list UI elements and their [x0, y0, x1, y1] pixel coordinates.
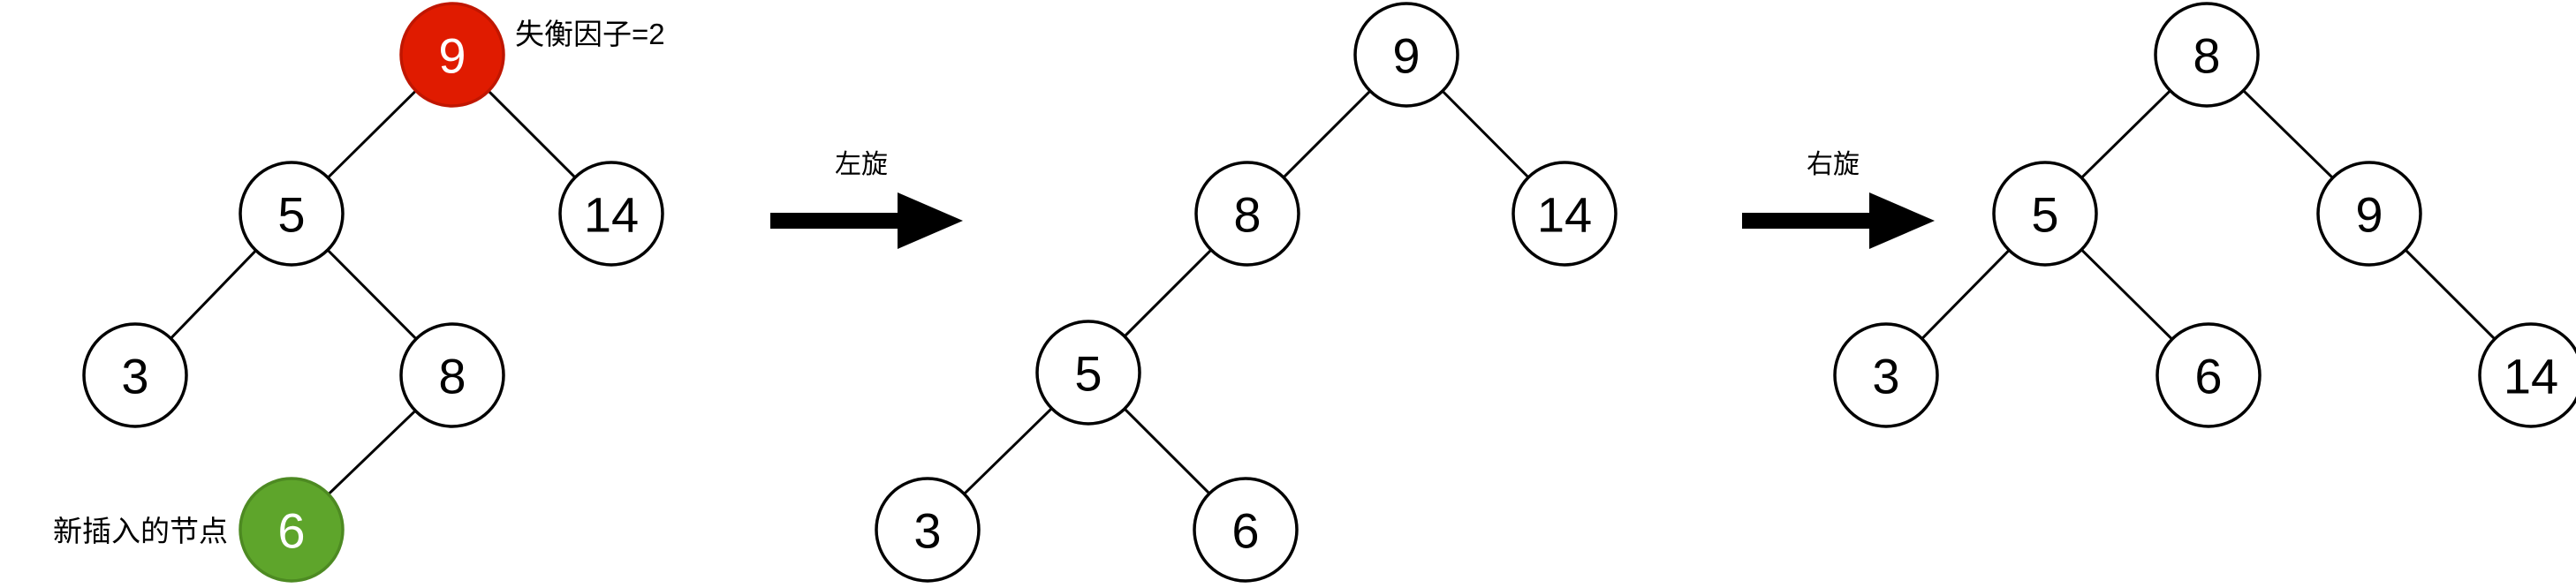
node-value-label: 9: [438, 28, 466, 84]
new-node-label: 新插入的节点: [53, 515, 228, 547]
tree-edge: [1123, 407, 1211, 495]
node-value-label: 3: [121, 349, 148, 404]
node-value-label: 3: [1872, 349, 1899, 404]
node-value-label: 8: [438, 349, 466, 404]
node-value-label: 9: [1392, 28, 1420, 84]
nodes-layer: 9 5 14 3 8 6 9 8 14 5 3 6 8 5 9 3 6 14: [82, 2, 2576, 583]
node-circle: [1194, 161, 1300, 267]
tree-edge: [1282, 89, 1372, 179]
node-circle: [1833, 322, 1939, 428]
node-circle: [82, 322, 188, 428]
tree-edge: [327, 89, 417, 179]
node-circle: [1353, 2, 1459, 108]
node-value-label: 6: [1231, 503, 1259, 559]
tree-node[interactable]: 14: [558, 161, 664, 267]
node-value-label: 9: [2355, 187, 2383, 243]
tree-node[interactable]: 14: [2478, 322, 2576, 428]
tree-edge: [2404, 248, 2496, 341]
tree-node[interactable]: 5: [1992, 161, 2098, 267]
arrow-head-icon: [898, 192, 963, 249]
node-circle: [399, 2, 505, 108]
node-circle: [239, 477, 345, 583]
arrow-left-rotation: 左旋: [770, 150, 963, 249]
node-circle: [239, 161, 345, 267]
tree-node[interactable]: 5: [1035, 320, 1141, 426]
tree-node[interactable]: 9: [399, 2, 505, 108]
arrow-label: 左旋: [835, 150, 888, 179]
node-value-label: 8: [2193, 28, 2220, 84]
tree-edge: [2080, 248, 2173, 341]
node-circle: [2478, 322, 2576, 428]
annotations-layer: 失衡因子=2 新插入的节点: [53, 18, 665, 547]
tree-edge: [326, 249, 418, 340]
arrows-layer: 左旋 右旋: [770, 150, 1935, 249]
tree-node[interactable]: 3: [1833, 322, 1939, 428]
tree-edge: [1123, 248, 1213, 338]
tree-edge: [487, 89, 577, 179]
node-value-label: 14: [584, 187, 639, 243]
arrow-head-icon: [1869, 192, 1935, 249]
node-circle: [558, 161, 664, 267]
node-value-label: 5: [277, 187, 305, 243]
node-circle: [1193, 477, 1299, 583]
tree-node[interactable]: 9: [2316, 161, 2422, 267]
tree-node[interactable]: 6: [2156, 322, 2262, 428]
tree-edge: [1441, 90, 1530, 178]
tree-node[interactable]: 8: [2154, 2, 2260, 108]
node-circle: [2156, 322, 2262, 428]
node-value-label: 6: [277, 503, 305, 559]
node-circle: [2316, 161, 2422, 267]
node-circle: [1512, 161, 1618, 267]
tree-edge: [327, 410, 417, 495]
node-circle: [1992, 161, 2098, 267]
node-value-label: 14: [1537, 187, 1592, 243]
tree-node[interactable]: 9: [1353, 2, 1459, 108]
tree-edge: [170, 249, 257, 340]
tree-node[interactable]: 14: [1512, 161, 1618, 267]
node-value-label: 14: [2504, 349, 2558, 404]
tree-node[interactable]: 3: [82, 322, 188, 428]
tree-edge: [1921, 249, 2011, 340]
node-value-label: 3: [913, 503, 941, 559]
tree-node[interactable]: 8: [1194, 161, 1300, 267]
node-value-label: 8: [1233, 187, 1261, 243]
node-value-label: 5: [2031, 187, 2058, 243]
tree-edge: [963, 407, 1053, 495]
node-circle: [875, 477, 981, 583]
balance-factor-label: 失衡因子=2: [515, 18, 665, 50]
node-value-label: 5: [1074, 346, 1102, 402]
tree-edge: [2080, 89, 2171, 179]
tree-node[interactable]: 3: [875, 477, 981, 583]
tree-node[interactable]: 8: [399, 322, 505, 428]
tree-edge: [2242, 89, 2334, 179]
arrow-label: 右旋: [1807, 150, 1860, 179]
tree-node[interactable]: 6: [239, 477, 345, 583]
arrow-right-rotation: 右旋: [1742, 150, 1935, 249]
node-circle: [1035, 320, 1141, 426]
node-value-label: 6: [2194, 349, 2222, 404]
tree-node[interactable]: 6: [1193, 477, 1299, 583]
node-circle: [2154, 2, 2260, 108]
edges-layer: [170, 89, 2496, 495]
node-circle: [399, 322, 505, 428]
tree-node[interactable]: 5: [239, 161, 345, 267]
